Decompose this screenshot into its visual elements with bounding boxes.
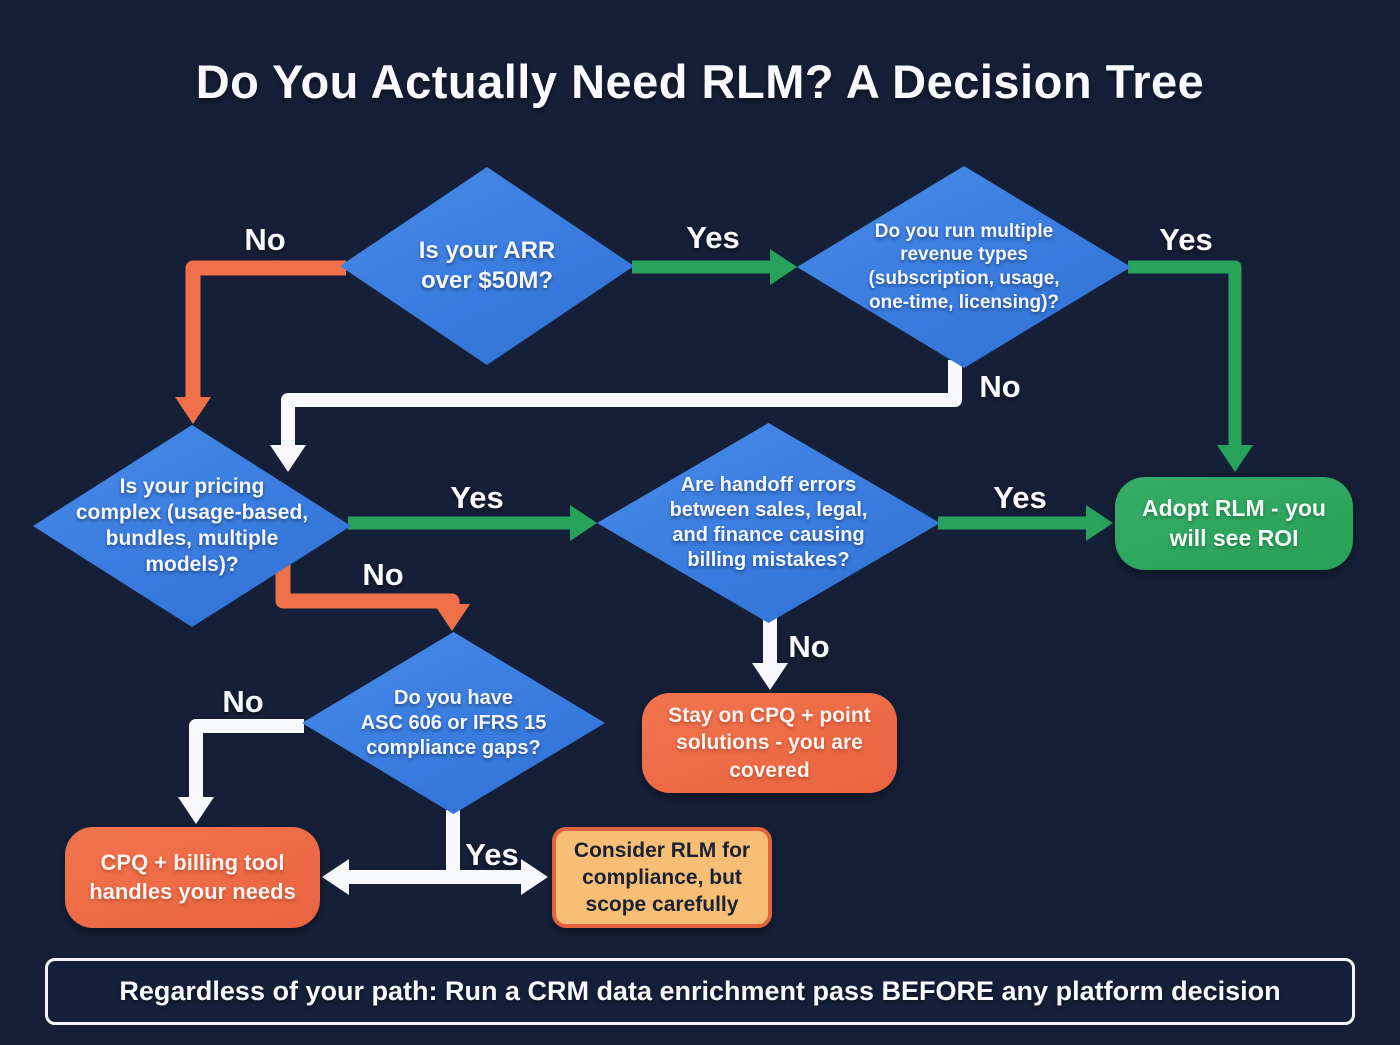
edge-label-revenue-no: No bbox=[979, 369, 1021, 404]
edge-revenue-no-line bbox=[270, 360, 962, 472]
edge-arr-no-line bbox=[175, 260, 346, 424]
outcome-adopt-rlm-label: Adopt RLM - you will see ROI bbox=[1142, 494, 1326, 551]
edge-handoff-no-line bbox=[752, 618, 788, 690]
outcome-cpq-billing: CPQ + billing tool handles your needs bbox=[65, 827, 320, 928]
edge-label-compliance-yes: Yes bbox=[465, 837, 519, 872]
page-title: Do You Actually Need RLM? A Decision Tre… bbox=[195, 55, 1205, 108]
edge-label-handoff-no: No bbox=[788, 629, 830, 664]
edge-label-compliance-no: No bbox=[222, 684, 264, 719]
edge-label-arr-no: No bbox=[244, 222, 286, 257]
edge-label-pricing-yes: Yes bbox=[450, 480, 504, 515]
edge-label-pricing-no: No bbox=[362, 557, 404, 592]
edge-label-arr-yes: Yes bbox=[686, 220, 740, 255]
edge-compliance-no-line bbox=[178, 719, 304, 824]
decision-node-revenue-types-label: Do you run multiple revenue types (subsc… bbox=[868, 220, 1060, 313]
footer-banner: Regardless of your path: Run a CRM data … bbox=[45, 958, 1355, 1025]
outcome-consider-rlm-label: Consider RLM for compliance, but scope c… bbox=[573, 838, 751, 917]
edge-revenue-yes-line bbox=[1128, 260, 1253, 472]
outcome-stay-cpq-label: Stay on CPQ + point solutions - you are … bbox=[668, 704, 871, 782]
outcome-consider-rlm: Consider RLM for compliance, but scope c… bbox=[552, 827, 772, 928]
decision-node-compliance-gaps-label: Do you have ASC 606 or IFRS 15 complianc… bbox=[360, 686, 547, 759]
edge-label-revenue-yes: Yes bbox=[1159, 222, 1213, 257]
decision-node-arr-label: Is your ARR over $50M? bbox=[418, 237, 556, 294]
footer-banner-text: Regardless of your path: Run a CRM data … bbox=[119, 976, 1281, 1006]
edge-pricing-yes-line bbox=[348, 505, 597, 541]
outcome-stay-cpq: Stay on CPQ + point solutions - you are … bbox=[642, 693, 897, 793]
outcome-cpq-billing-label: CPQ + billing tool handles your needs bbox=[89, 849, 296, 904]
edge-handoff-yes-line bbox=[938, 505, 1113, 541]
edge-label-handoff-yes: Yes bbox=[993, 480, 1047, 515]
decision-node-pricing-complex-label: Is your pricing complex (usage-based, bu… bbox=[75, 474, 309, 577]
edge-arr-yes-line bbox=[632, 249, 797, 285]
outcome-adopt-rlm: Adopt RLM - you will see ROI bbox=[1115, 477, 1353, 570]
edge-compliance-yes-line bbox=[322, 810, 548, 895]
decision-node-handoff-errors-label: Are handoff errors between sales, legal,… bbox=[669, 474, 868, 571]
edge-pricing-no-line bbox=[275, 564, 470, 631]
